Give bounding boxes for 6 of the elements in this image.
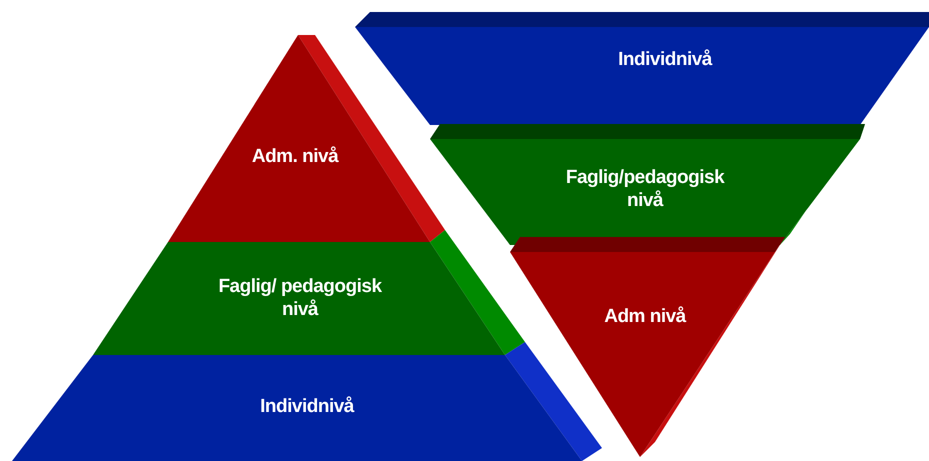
tier-label: Faglig/pedagogisk nivå <box>564 166 726 212</box>
tier-label: Adm nivå <box>603 305 688 328</box>
tier-label: Individnivå <box>259 395 356 418</box>
tier-label: Adm. nivå <box>250 145 340 168</box>
tier-label: Faglig/ pedagogisk nivå <box>217 275 383 321</box>
tier-label: Individnivå <box>617 48 714 71</box>
